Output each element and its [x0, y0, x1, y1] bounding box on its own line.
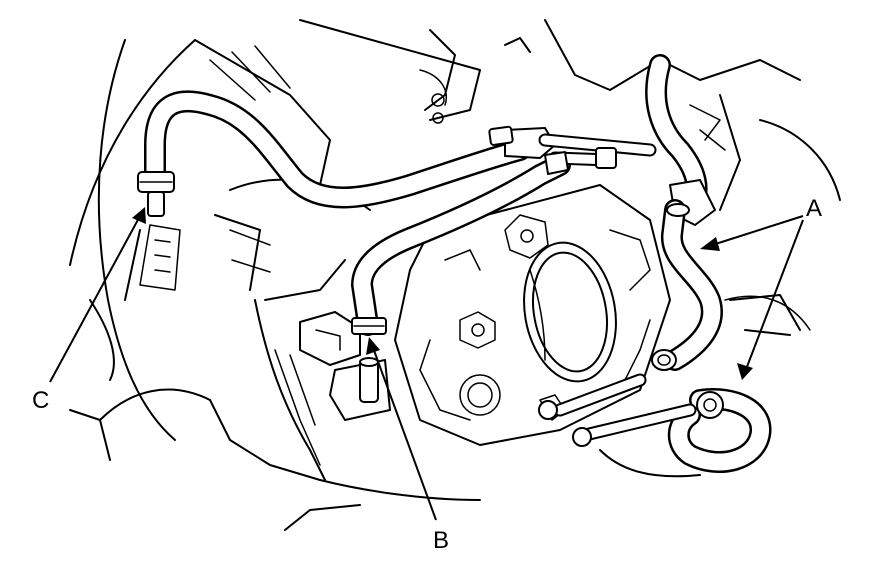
- bypass-hose-lower-right: [667, 295, 811, 474]
- bypass-hose-b: [351, 154, 571, 336]
- callout-a-leaders: [700, 215, 804, 380]
- bypass-hose-upper: [144, 90, 531, 209]
- callout-c-leader: [49, 207, 146, 383]
- engine-block-outline: [69, 19, 841, 531]
- hose-clamp-b: [351, 317, 387, 335]
- callout-label-b: B: [433, 527, 449, 554]
- coolant-pipe-junction: [488, 125, 657, 175]
- throttle-body: [394, 184, 671, 446]
- callout-b-leader: [366, 337, 437, 521]
- hose-clamp-c: [137, 171, 175, 217]
- heater-hose-upper-right: [645, 54, 726, 226]
- callout-label-c: C: [32, 387, 49, 414]
- small-coolant-pipes: [538, 373, 697, 447]
- throttle-sensor-bracket: [299, 311, 391, 421]
- bypass-hose-a: [651, 199, 723, 371]
- callout-label-a: A: [806, 195, 822, 222]
